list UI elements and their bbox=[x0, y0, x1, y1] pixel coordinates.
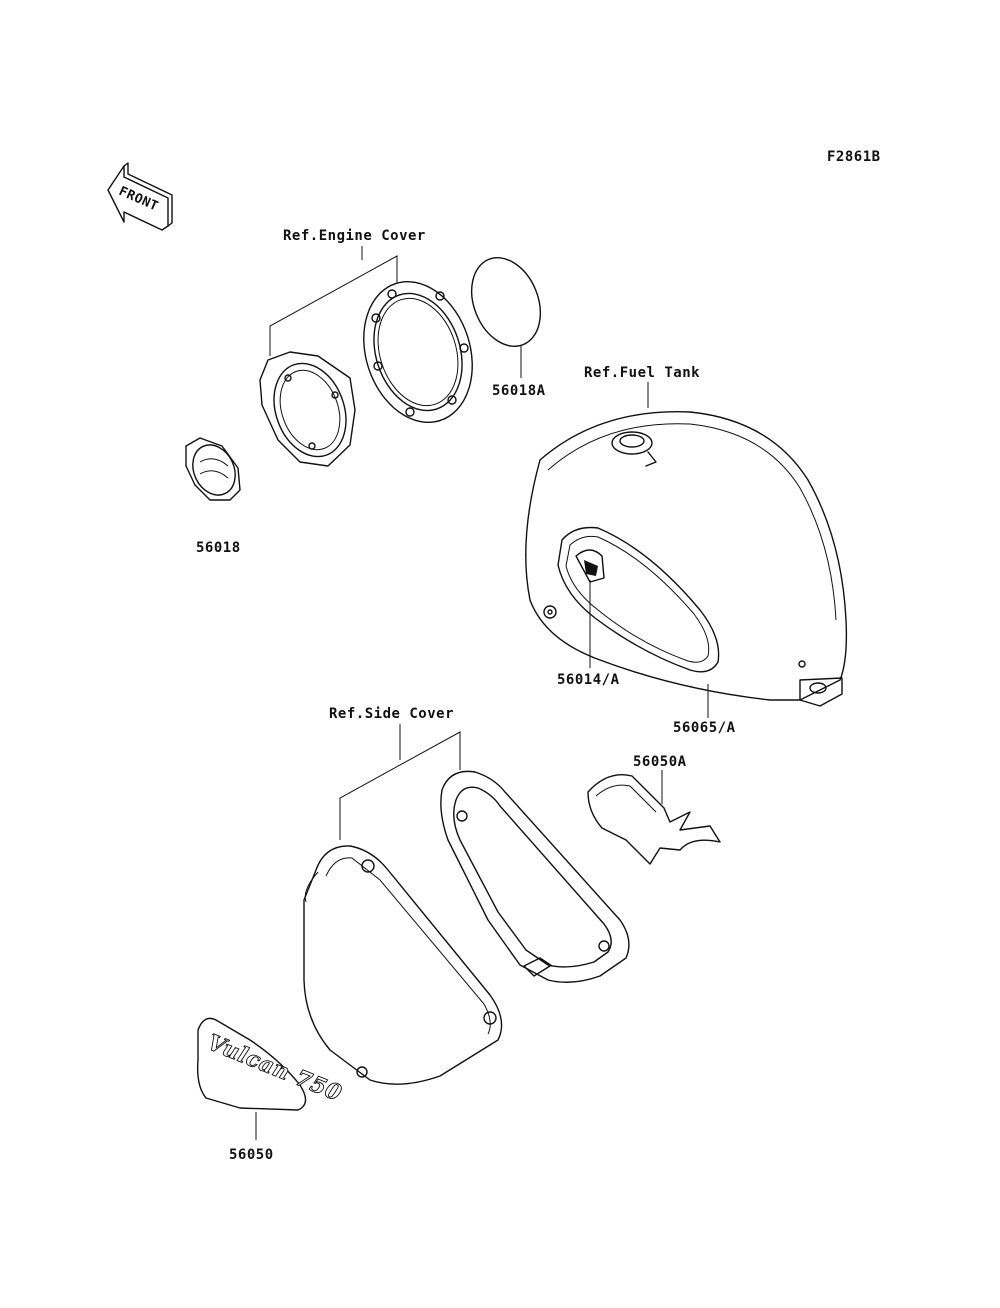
fuel-tank bbox=[525, 411, 848, 707]
engine-cover-leader bbox=[269, 246, 398, 356]
side-decal-56050a bbox=[587, 770, 721, 865]
engine-cover-plate bbox=[259, 351, 356, 467]
emblem-56018 bbox=[185, 437, 241, 501]
ref-side-cover-label: Ref.Side Cover bbox=[329, 706, 454, 722]
emblem-ring-56018a bbox=[470, 256, 542, 378]
tank-leaders bbox=[589, 580, 709, 718]
side-cover-leader bbox=[339, 724, 461, 840]
part-56014a: 56014/A bbox=[557, 672, 620, 688]
part-56050: 56050 bbox=[229, 1147, 274, 1163]
ref-fuel-tank-label: Ref.Fuel Tank bbox=[584, 365, 700, 381]
side-cover-left bbox=[303, 845, 503, 1085]
part-56018: 56018 bbox=[196, 540, 241, 556]
part-56018a: 56018A bbox=[492, 383, 546, 399]
front-arrow-icon: FRONT bbox=[107, 162, 173, 231]
figure-code: F2861B bbox=[827, 149, 881, 165]
part-56065a: 56065/A bbox=[673, 720, 736, 736]
engine-cover-ring bbox=[363, 280, 473, 424]
ref-engine-cover-label: Ref.Engine Cover bbox=[283, 228, 426, 244]
side-cover-right bbox=[440, 770, 630, 983]
part-56050a: 56050A bbox=[633, 754, 687, 770]
